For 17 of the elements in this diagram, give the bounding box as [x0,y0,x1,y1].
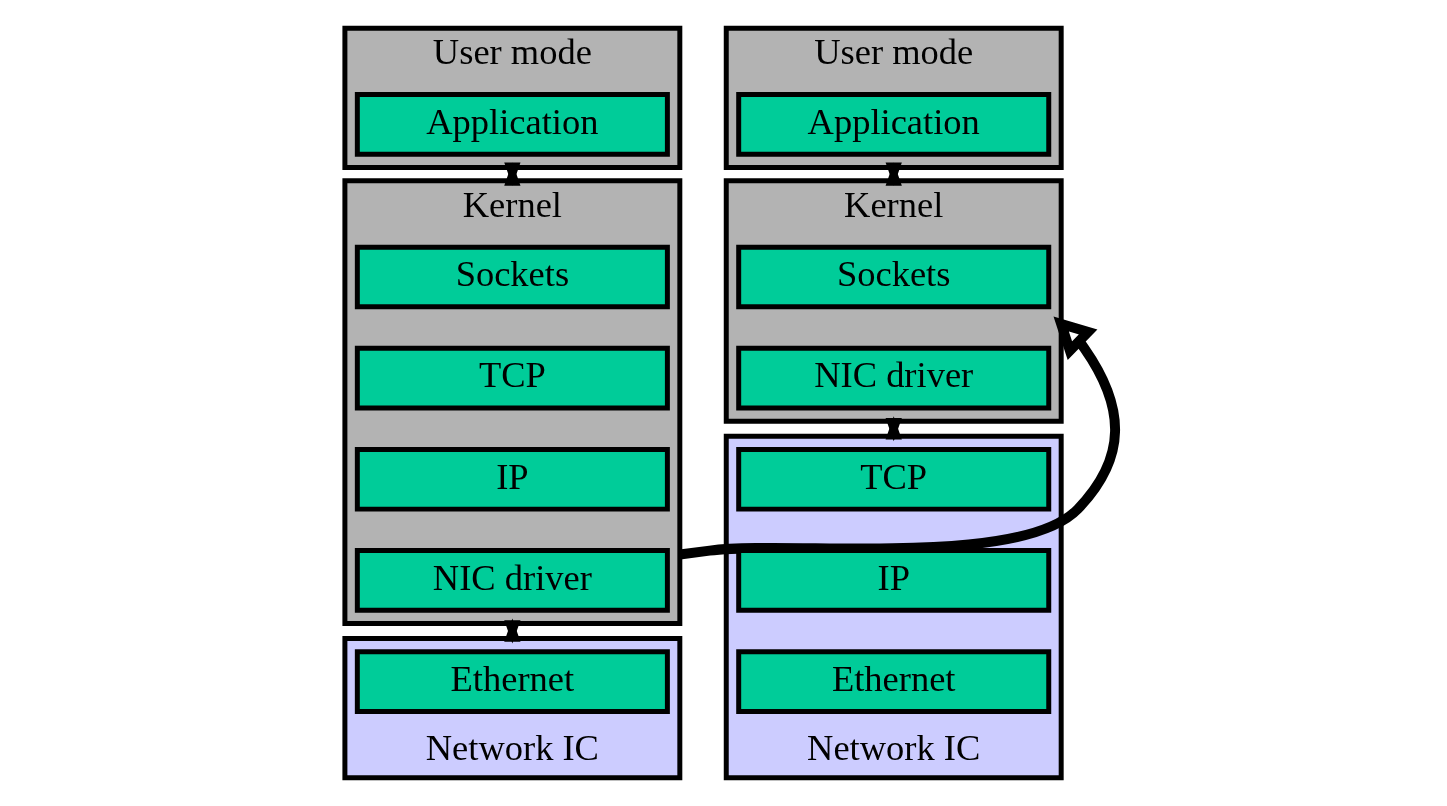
node-box: TCP [354,345,670,411]
node-box: IP [736,548,1052,613]
node-box: Ethernet [736,649,1052,714]
node-box: Application [354,92,670,157]
node-box: IP [354,446,670,512]
node-box: Sockets [354,244,670,310]
arrow [679,316,1120,560]
node-box: Sockets [736,244,1052,310]
arrow [504,618,521,644]
node-box: NIC driver [736,345,1052,411]
node-box: TCP [736,446,1052,512]
node-box: Ethernet [354,649,670,714]
arrow [885,162,902,186]
node-box: NIC driver [354,548,670,613]
arrow [504,162,521,186]
node-box: Application [736,92,1052,157]
arrow [885,416,902,442]
